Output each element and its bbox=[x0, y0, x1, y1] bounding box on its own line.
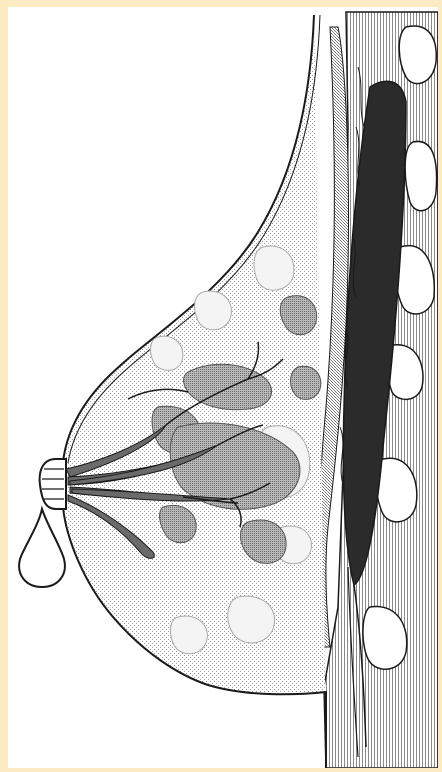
rib-1 bbox=[399, 26, 436, 84]
breast-anatomy-diagram bbox=[8, 7, 438, 768]
milk-droplet bbox=[19, 509, 65, 587]
rib-2 bbox=[405, 141, 436, 210]
illustration-panel bbox=[8, 7, 438, 768]
nipple bbox=[40, 459, 66, 509]
